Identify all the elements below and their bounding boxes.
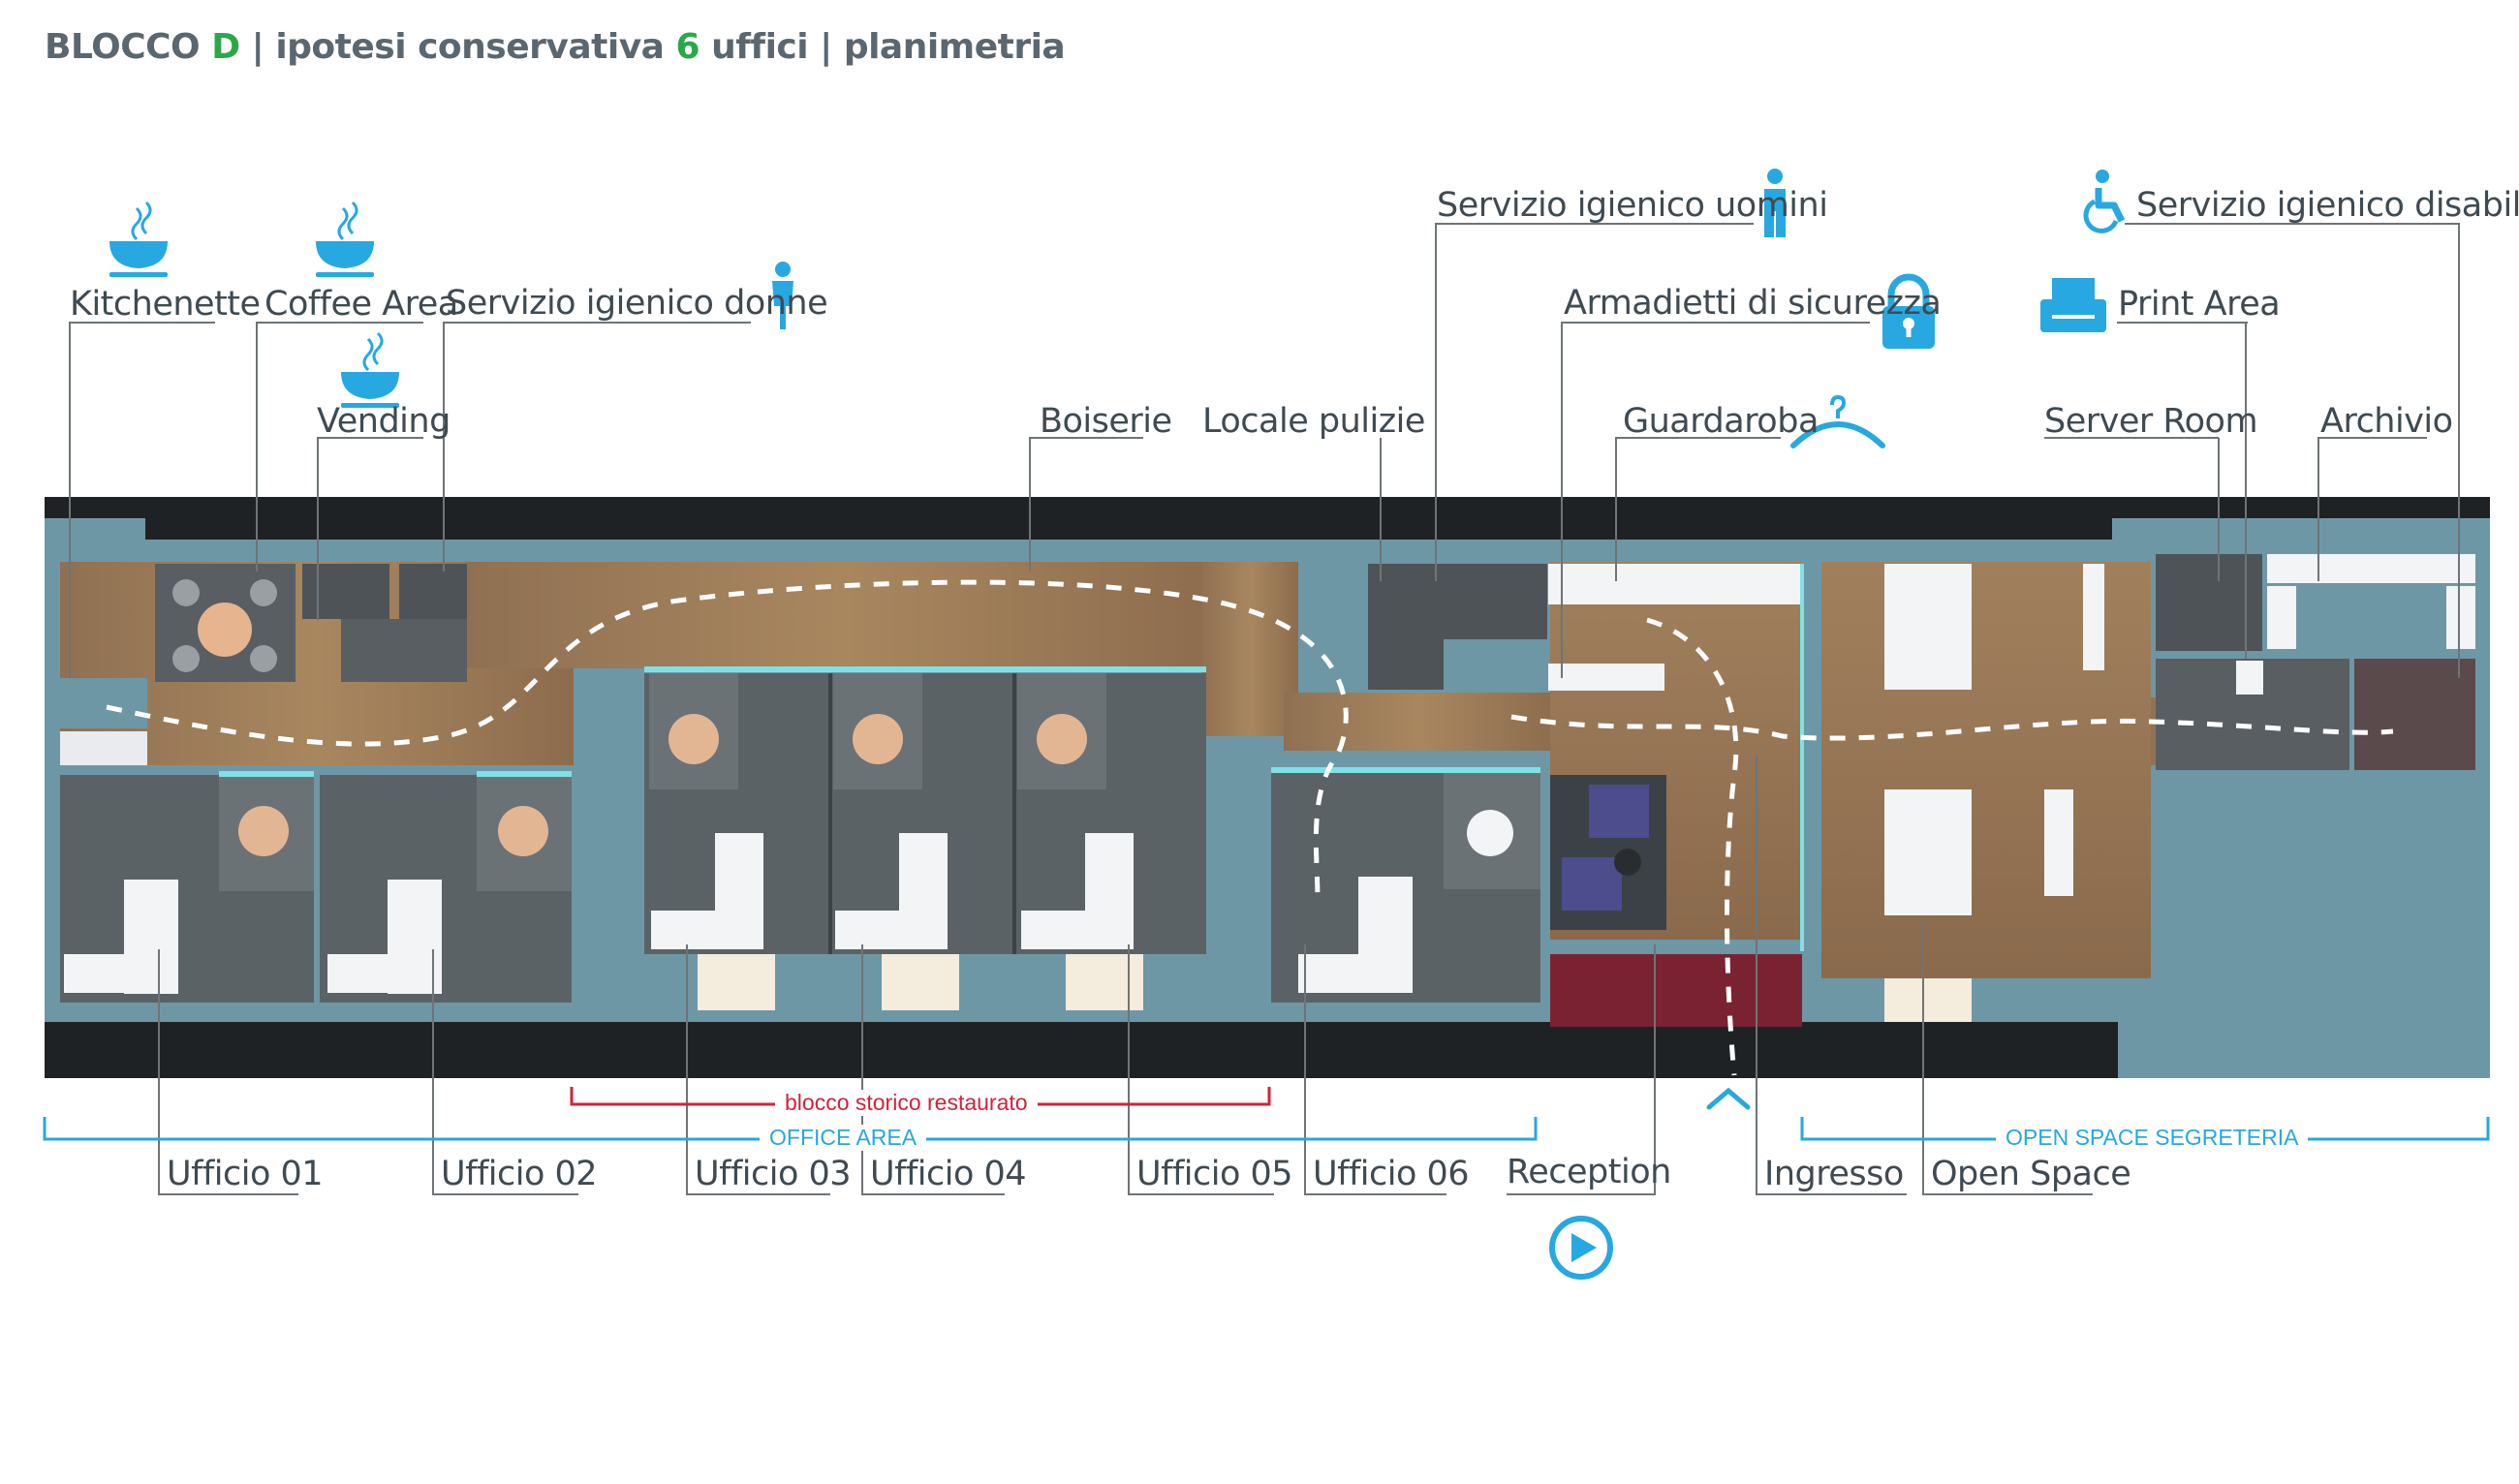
- entrance-chevron-icon: [1706, 1087, 1751, 1110]
- zone-blocco-storico: blocco storico restaurato: [775, 1090, 1038, 1116]
- label-ingresso: Ingresso: [1764, 1155, 1904, 1193]
- zone-open-space-segreteria: OPEN SPACE SEGRETERIA: [1996, 1125, 2309, 1151]
- printer-icon: [2040, 278, 2106, 332]
- label-ufficio-05: Ufficio 05: [1136, 1155, 1293, 1193]
- page-title: BLOCCO D | ipotesi conservativa 6 uffici…: [45, 27, 1066, 67]
- coffee-cup-icon: [109, 201, 168, 277]
- label-wc-uomini: Servizio igienico uomini: [1437, 186, 1828, 225]
- play-icon[interactable]: [1549, 1216, 1613, 1280]
- label-guardaroba: Guardaroba: [1623, 402, 1819, 441]
- male-icon: [1764, 169, 1786, 238]
- label-ufficio-03: Ufficio 03: [695, 1155, 852, 1193]
- leader-lines-bottom: [158, 756, 2093, 1195]
- office-06: [1271, 767, 1540, 1003]
- label-print-area: Print Area: [2118, 285, 2281, 324]
- zone-office-area: OFFICE AREA: [760, 1125, 927, 1151]
- label-coffee-area: Coffee Area: [264, 285, 458, 324]
- offices-03-05: [644, 666, 1206, 1010]
- label-ufficio-02: Ufficio 02: [441, 1155, 598, 1193]
- coffee-cup-icon: [341, 331, 399, 408]
- label-kitchenette: Kitchenette: [70, 285, 261, 324]
- offices-01-02: [60, 771, 572, 1003]
- padlock-icon: [1882, 273, 1935, 349]
- wc-uomini-room: [1368, 564, 1547, 690]
- label-locale-pulizie: Locale pulizie: [1202, 402, 1425, 441]
- female-icon: [772, 262, 793, 329]
- kitchen-cluster: [60, 564, 467, 765]
- label-archivio: Archivio: [2320, 402, 2453, 441]
- label-ufficio-04: Ufficio 04: [870, 1155, 1027, 1193]
- walking-path: [106, 579, 2394, 1076]
- label-wc-disabili: Servizio igienico disabili: [2136, 186, 2519, 225]
- open-space-area: [1800, 564, 2104, 1022]
- label-armadietti: Armadietti di sicurezza: [1564, 284, 1942, 323]
- leader-lines-top: [69, 223, 2460, 678]
- reception-area: [1548, 564, 1802, 1027]
- label-reception: Reception: [1507, 1153, 1671, 1191]
- label-boiserie: Boiserie: [1040, 402, 1172, 441]
- label-vending: Vending: [317, 402, 451, 441]
- service-rooms-east: [2156, 554, 2475, 770]
- label-wc-donne: Servizio igienico donne: [446, 284, 828, 323]
- wheelchair-icon: [2083, 170, 2126, 233]
- label-open-space: Open Space: [1931, 1155, 2131, 1193]
- coffee-cup-icon: [316, 201, 374, 277]
- label-server-room: Server Room: [2044, 402, 2258, 441]
- hanger-icon: [1790, 394, 1885, 448]
- label-ufficio-06: Ufficio 06: [1313, 1155, 1470, 1193]
- label-ufficio-01: Ufficio 01: [167, 1155, 324, 1193]
